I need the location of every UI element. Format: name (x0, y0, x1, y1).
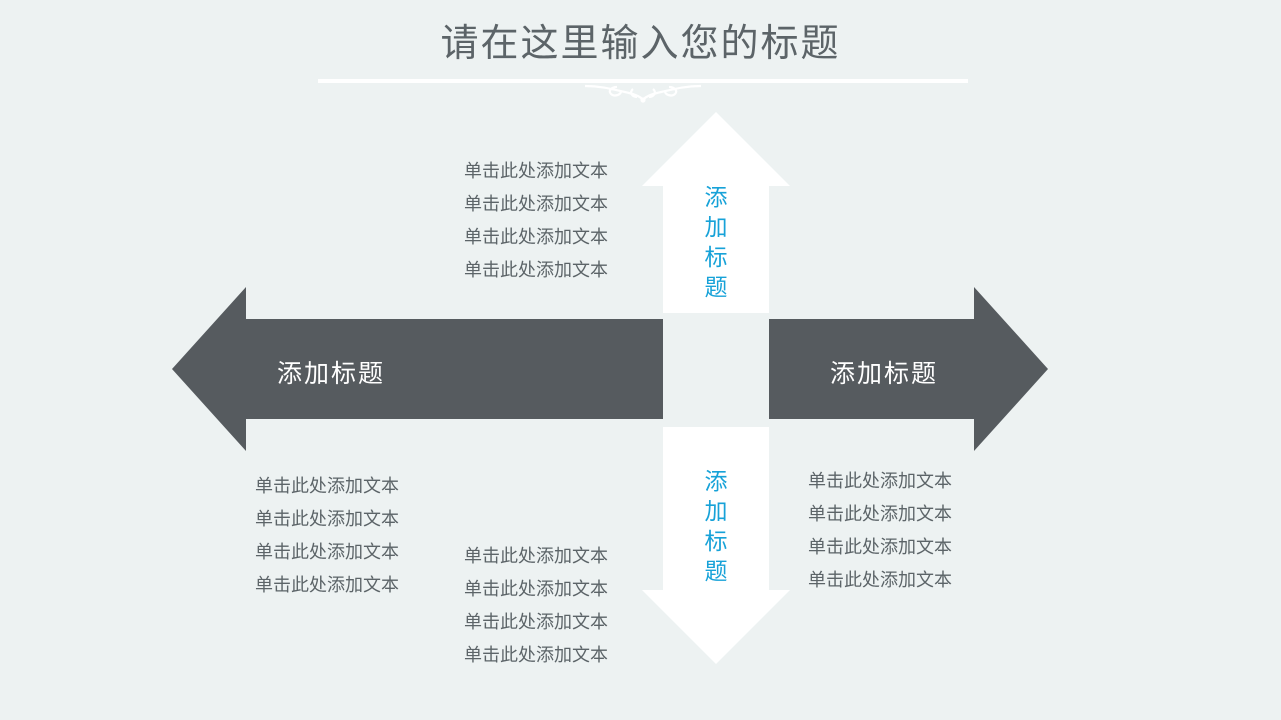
text-line: 单击此处添加文本 (464, 161, 608, 181)
text-block-top-center[interactable]: 单击此处添加文本 单击此处添加文本 单击此处添加文本 单击此处添加文本 (464, 155, 608, 287)
bottom-arrow-label[interactable]: 添加标题 (704, 468, 728, 584)
text-line: 单击此处添加文本 (255, 509, 399, 529)
left-arrow-label[interactable]: 添加标题 (277, 360, 386, 388)
text-line: 单击此处添加文本 (464, 260, 608, 280)
text-line: 单击此处添加文本 (255, 476, 399, 496)
arrow-intersection-patch (663, 313, 769, 427)
flourish-ornament-icon (584, 84, 702, 103)
text-block-bottom-right[interactable]: 单击此处添加文本 单击此处添加文本 单击此处添加文本 单击此处添加文本 (808, 465, 952, 597)
title-divider-rule (318, 79, 968, 83)
text-line: 单击此处添加文本 (808, 504, 952, 524)
page-title: 请在这里输入您的标题 (440, 23, 841, 65)
text-block-bottom-middle[interactable]: 单击此处添加文本 单击此处添加文本 单击此处添加文本 单击此处添加文本 (464, 540, 608, 672)
text-line: 单击此处添加文本 (464, 194, 608, 214)
text-line: 单击此处添加文本 (808, 537, 952, 557)
text-line: 单击此处添加文本 (464, 612, 608, 632)
text-line: 单击此处添加文本 (255, 575, 399, 595)
text-line: 单击此处添加文本 (464, 227, 608, 247)
text-line: 单击此处添加文本 (808, 471, 952, 491)
right-arrow-label[interactable]: 添加标题 (830, 360, 939, 388)
top-arrow-label[interactable]: 添加标题 (704, 184, 728, 300)
text-block-bottom-left[interactable]: 单击此处添加文本 单击此处添加文本 单击此处添加文本 单击此处添加文本 (255, 470, 399, 602)
text-line: 单击此处添加文本 (255, 542, 399, 562)
title-area: 请在这里输入您的标题 (0, 18, 1281, 70)
text-line: 单击此处添加文本 (808, 570, 952, 590)
text-line: 单击此处添加文本 (464, 546, 608, 566)
horizontal-double-arrow (172, 287, 1048, 451)
text-line: 单击此处添加文本 (464, 579, 608, 599)
text-line: 单击此处添加文本 (464, 645, 608, 665)
